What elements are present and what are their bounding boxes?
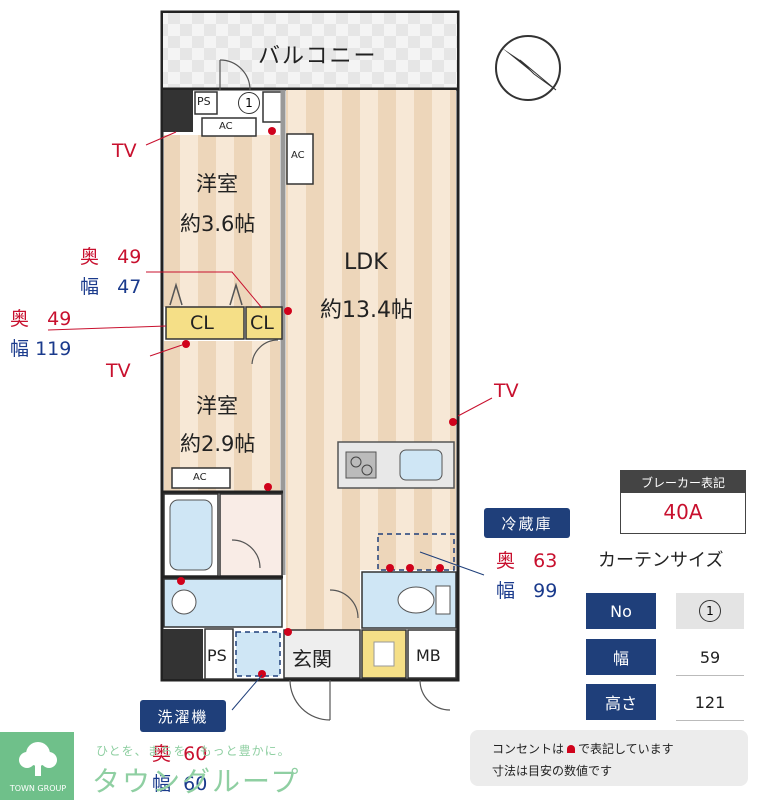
compass-icon bbox=[495, 35, 561, 101]
cl-small-depth: 奥 49 bbox=[80, 246, 142, 268]
ps-top-label: PS bbox=[197, 95, 211, 108]
breaker-panel: ブレーカー表記 40A bbox=[620, 470, 746, 534]
curtain-row-height-label: 高さ bbox=[586, 684, 656, 720]
washer-title-badge: 洗濯機 bbox=[140, 700, 226, 732]
curtain-row-width-label: 幅 bbox=[586, 639, 656, 675]
breaker-marker-number: 1 bbox=[245, 96, 253, 110]
breaker-title: ブレーカー表記 bbox=[621, 471, 745, 493]
tv-label-3: TV bbox=[494, 380, 519, 402]
cl-small-width: 幅 47 bbox=[80, 276, 142, 298]
ldk-floor bbox=[286, 90, 456, 570]
ldk-name: LDK bbox=[344, 250, 388, 275]
breaker-location-marker: 1 bbox=[238, 92, 260, 114]
note-line-1: コンセントはで表記しています bbox=[492, 742, 674, 756]
closet-big bbox=[165, 306, 245, 340]
western-room-2-name: 洋室 bbox=[196, 394, 238, 418]
curtain-row-height-value: 121 bbox=[676, 684, 744, 721]
cl-big-depth: 奥 49 bbox=[10, 308, 72, 330]
ps-bottom-label: PS bbox=[207, 646, 227, 665]
washer-space bbox=[235, 631, 281, 677]
dressing-room bbox=[219, 493, 283, 577]
ac-label-3: AC bbox=[193, 472, 207, 483]
western-room-1-size: 約3.6帖 bbox=[180, 212, 256, 236]
fridge-width: 幅 99 bbox=[496, 580, 558, 602]
closet-small-label: CL bbox=[250, 312, 274, 334]
outlet-markers bbox=[177, 127, 457, 678]
mb-label: MB bbox=[416, 646, 441, 665]
curtain-row-width-value: 59 bbox=[676, 639, 744, 676]
western-room-2-size: 約2.9帖 bbox=[180, 432, 256, 456]
curtain-row-no-value: 1 bbox=[676, 593, 744, 629]
closet-small bbox=[245, 306, 283, 340]
western-room-2-floor bbox=[164, 341, 280, 491]
closet-big-label: CL bbox=[190, 312, 214, 334]
fridge-space bbox=[377, 533, 455, 571]
ac-label-2: AC bbox=[291, 150, 305, 161]
brand-name: タウングループ bbox=[92, 765, 301, 798]
fridge-depth: 奥 63 bbox=[496, 550, 558, 572]
brand-tagline: ひとを、まちを、もっと豊かに。 bbox=[96, 744, 291, 758]
tv-label-1: TV bbox=[112, 140, 137, 162]
outlet-icon bbox=[567, 745, 576, 753]
note-line-2: 寸法は目安の数値です bbox=[492, 764, 613, 778]
western-room-1-floor bbox=[164, 135, 280, 307]
genkan-label: 玄関 bbox=[292, 647, 332, 671]
cl-big-width: 幅 119 bbox=[10, 338, 72, 360]
ac-label-1: AC bbox=[219, 121, 233, 132]
washer-depth: 奥 60 bbox=[152, 743, 208, 765]
tv-label-2: TV bbox=[106, 360, 131, 382]
notes-box: コンセントはで表記しています 寸法は目安の数値です bbox=[470, 730, 748, 786]
balcony-area bbox=[163, 13, 457, 89]
curtain-row-no-label: No bbox=[586, 593, 656, 629]
washer-width: 幅 60 bbox=[152, 773, 208, 795]
western-room-1-name: 洋室 bbox=[196, 172, 238, 196]
brand-logo-text: TOWN GROUP bbox=[9, 784, 67, 793]
fridge-title-badge: 冷蔵庫 bbox=[484, 508, 570, 538]
curtain-size-title: カーテンサイズ bbox=[598, 550, 724, 571]
balcony-label: バルコニー bbox=[258, 44, 378, 69]
tree-icon bbox=[19, 742, 57, 776]
ldk-size: 約13.4帖 bbox=[320, 298, 413, 323]
breaker-value: 40A bbox=[663, 500, 703, 524]
curtain-no-circle: 1 bbox=[699, 600, 721, 622]
entrance bbox=[283, 629, 361, 679]
